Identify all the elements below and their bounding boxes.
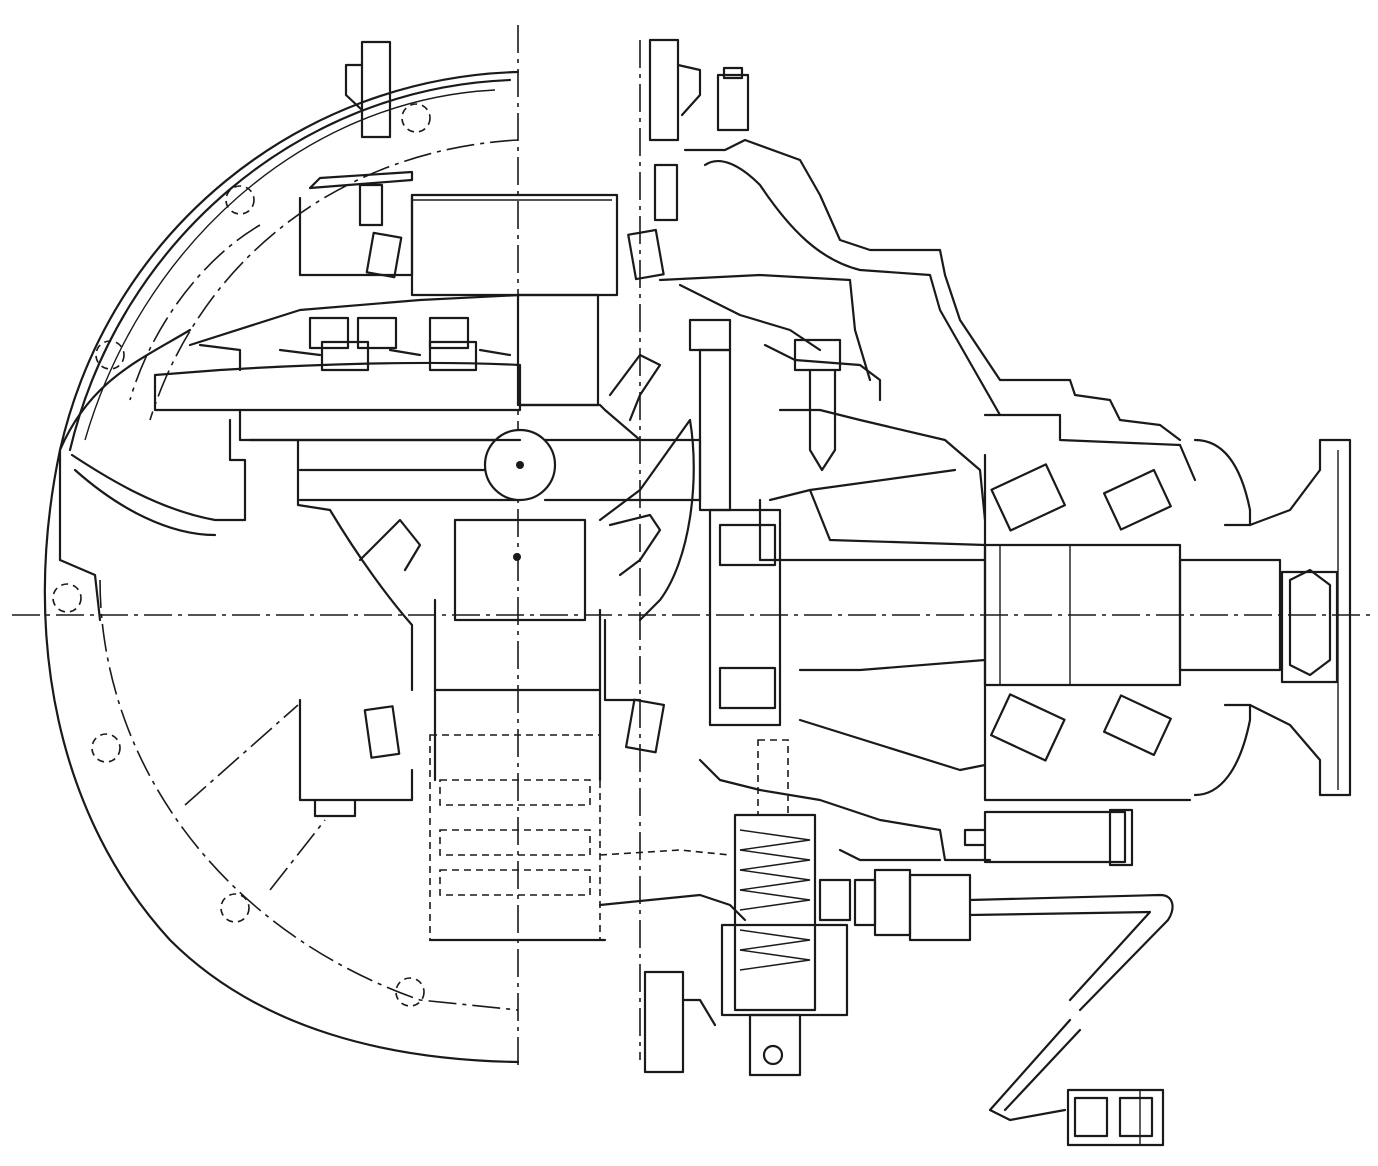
centerlines [12, 25, 1370, 1065]
differential-case [248, 193, 702, 782]
companion-flange [1193, 438, 1352, 797]
pinion-housing [658, 138, 1197, 862]
studs [688, 318, 1134, 867]
pinion-bearings [708, 453, 1192, 802]
side-bearings [298, 193, 666, 818]
pinion-gear [758, 408, 1282, 772]
bolt-holes [52, 103, 431, 1007]
housing-flange [43, 70, 520, 1064]
ring-gear [70, 293, 522, 537]
top-bearing-caps [308, 38, 750, 227]
wire-harness [853, 868, 1174, 1122]
locker-actuator [428, 734, 852, 1077]
connector [1066, 1088, 1165, 1147]
